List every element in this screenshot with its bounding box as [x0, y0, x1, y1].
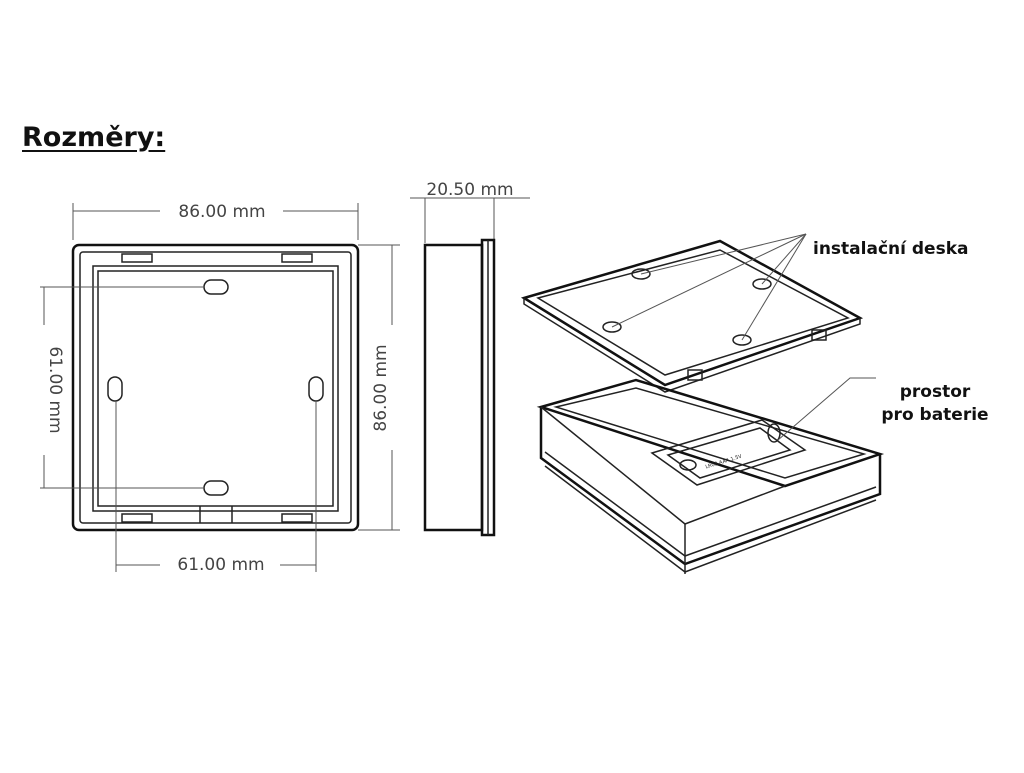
inner-frame-edge	[97, 270, 334, 507]
clip-top-right	[281, 253, 313, 263]
battery-compartment	[650, 419, 807, 486]
callout-battery-line2: pro baterie	[881, 405, 988, 425]
page-title: Rozměry:	[22, 122, 166, 153]
side-view: 20.50 mm	[410, 180, 530, 537]
dim-top-width: 86.00 mm	[178, 202, 265, 222]
plate-hole-3	[752, 278, 772, 290]
plate-hole-4	[732, 334, 752, 346]
base-sides	[539, 407, 882, 566]
plate-hole-1	[631, 268, 651, 280]
isometric-view: LR03 AAA 1.5V instalační deska prostor p…	[520, 233, 989, 574]
outer-frame-inner	[79, 251, 352, 524]
clip-bottom-left	[121, 513, 153, 523]
callout-battery-line1: prostor	[900, 382, 971, 402]
slot-right	[308, 376, 324, 402]
plate-hole-2	[602, 321, 622, 333]
slot-bottom	[203, 480, 229, 496]
side-body	[423, 243, 484, 532]
dim-hole-vertical: 61.00 mm	[45, 346, 65, 433]
dim-outer-height: 86.00 mm	[371, 344, 391, 431]
slot-top	[203, 279, 229, 295]
clip-bottom-right	[281, 513, 313, 523]
mounting-plate-outline	[520, 239, 864, 387]
front-view: 86.00 mm 61.00 mm	[40, 202, 400, 575]
dim-side-depth: 20.50 mm	[426, 180, 513, 200]
dim-hole-horizontal: 61.00 mm	[177, 555, 264, 575]
mounting-plate-inner	[536, 249, 850, 376]
outer-frame	[71, 243, 360, 532]
clip-top-left	[121, 253, 153, 263]
slot-left	[107, 376, 123, 402]
callout-mounting-plate: instalační deska	[813, 239, 968, 259]
battery-label: LR03 AAA 1.5V	[705, 453, 743, 470]
inner-frame	[92, 265, 339, 512]
